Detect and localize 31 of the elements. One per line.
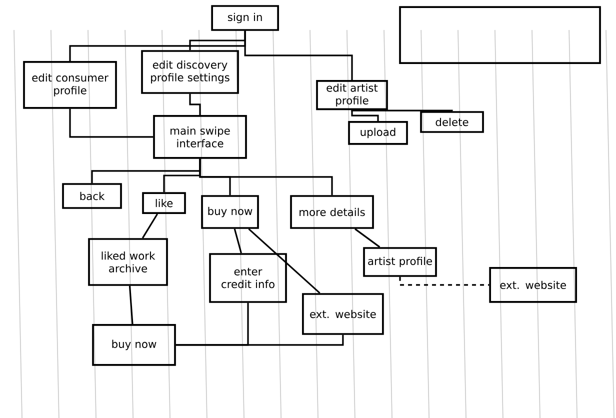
connector-line bbox=[244, 30, 353, 80]
connector-line bbox=[128, 286, 134, 324]
connector-line bbox=[248, 228, 320, 294]
page-box: edit discovery profile settings bbox=[141, 50, 239, 94]
page-box: buy now bbox=[92, 324, 176, 366]
connector-line bbox=[351, 110, 379, 121]
empty-box bbox=[399, 6, 601, 64]
connector-line bbox=[142, 214, 158, 238]
page-box: ext. website bbox=[489, 267, 577, 303]
page-box: delete bbox=[420, 111, 484, 133]
page-box: back bbox=[62, 183, 122, 209]
connector-line bbox=[189, 94, 201, 115]
connector-line bbox=[199, 158, 333, 196]
page-box: buy now bbox=[201, 195, 259, 229]
page-box: liked work archive bbox=[88, 238, 168, 286]
connector-line bbox=[69, 108, 154, 138]
connector-line bbox=[234, 228, 242, 254]
page-box: enter credit info bbox=[209, 253, 287, 303]
connector-line bbox=[176, 334, 344, 346]
page-box: main swipe interface bbox=[153, 115, 247, 159]
page-box: more details bbox=[290, 195, 374, 229]
page-box: upload bbox=[348, 121, 408, 145]
connector-line bbox=[354, 228, 380, 248]
page-box: edit consumer profile bbox=[23, 61, 117, 109]
page-box: sign in bbox=[211, 5, 279, 31]
connector-line bbox=[399, 276, 490, 286]
page-box: artist profile bbox=[363, 247, 437, 277]
connector-line bbox=[351, 109, 453, 112]
page-box: edit artist profile bbox=[316, 80, 388, 110]
page-box: ext. website bbox=[302, 293, 384, 335]
page-box: like bbox=[142, 192, 186, 214]
